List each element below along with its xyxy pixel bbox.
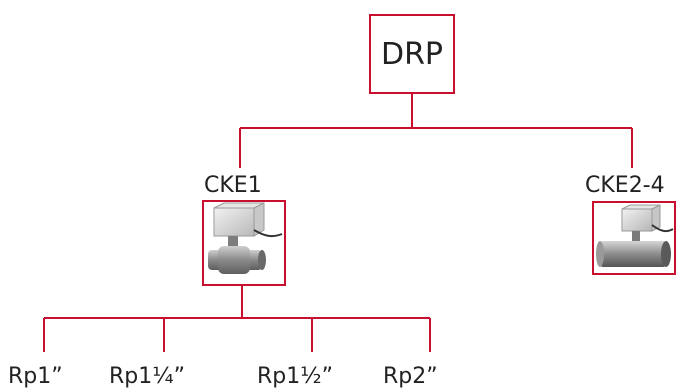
child-node-cke1	[202, 200, 286, 286]
child-node-cke2-4	[592, 201, 676, 275]
child-label-cke2-4: CKE2-4	[585, 173, 665, 198]
size-label-rp1-1-4: Rp1¼”	[109, 364, 185, 389]
size-label-rp1-1-2: Rp1½”	[257, 364, 333, 389]
root-node-drp: DRP	[369, 14, 455, 94]
child-label-cke1: CKE1	[204, 173, 262, 198]
ball-valve-large-icon	[596, 204, 674, 267]
root-label: DRP	[380, 36, 444, 72]
size-label-rp1: Rp1”	[8, 364, 63, 389]
ball-valve-small-icon	[208, 202, 283, 274]
size-label-rp2: Rp2”	[383, 364, 438, 389]
